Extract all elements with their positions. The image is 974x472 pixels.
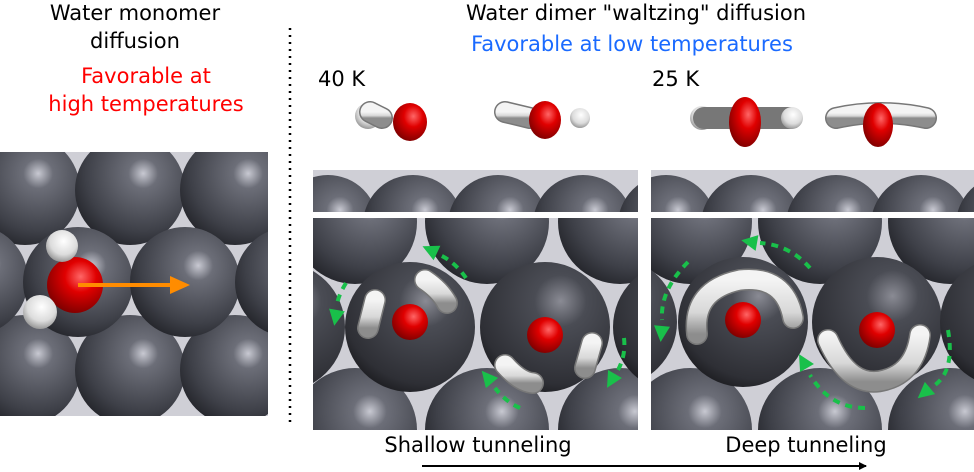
arrowhead-icon xyxy=(329,308,345,326)
surface-atom xyxy=(75,315,185,416)
surface-atom xyxy=(364,175,462,212)
surface-atom xyxy=(0,315,80,416)
surface-atom xyxy=(534,175,632,212)
hydrogen-trajectory xyxy=(575,333,602,378)
surface-atom xyxy=(0,152,80,245)
hydrogen-atom xyxy=(23,295,57,329)
oxygen-atom xyxy=(859,312,895,348)
hydrogen-trajectory xyxy=(687,269,803,344)
side-surface-40k xyxy=(313,170,638,212)
rotation-arrow xyxy=(659,260,690,321)
surface-atom xyxy=(75,152,185,245)
hydrogen-trajectory xyxy=(360,102,392,128)
surface-atom xyxy=(558,218,638,284)
oxygen-atom xyxy=(529,101,561,139)
oxygen-atom xyxy=(863,103,893,147)
surface-atom xyxy=(940,264,974,380)
arrowhead-icon xyxy=(654,325,670,342)
arrowhead-icon xyxy=(170,276,190,294)
monomer-title-line2: diffusion xyxy=(90,29,180,53)
arrowhead-icon xyxy=(799,354,814,372)
shallow-tunneling-label: Shallow tunneling xyxy=(384,433,571,457)
arrowhead-icon xyxy=(917,381,936,399)
oxygen-atom xyxy=(393,103,427,141)
oxygen-atom xyxy=(527,317,563,353)
hydrogen-trajectory xyxy=(415,270,457,313)
surface-atom xyxy=(957,186,974,212)
surface-atom xyxy=(313,175,377,212)
rotation-arrow xyxy=(439,253,468,280)
arrowhead-icon xyxy=(741,235,759,251)
surface-atom xyxy=(702,175,800,212)
surface-atom xyxy=(558,368,638,430)
surface-atom xyxy=(651,270,677,374)
hydrogen-trajectory xyxy=(358,290,385,338)
surface-atom xyxy=(0,232,28,328)
oxygen-atom xyxy=(725,302,761,338)
rotation-arrow xyxy=(616,337,627,371)
surface-atom xyxy=(130,227,240,337)
surface-atom xyxy=(449,175,547,212)
surface-atom xyxy=(619,185,638,212)
arrowhead-icon xyxy=(422,245,441,261)
hydrogen-trajectory xyxy=(818,325,930,392)
oxygen-atom xyxy=(729,97,761,147)
arrowhead-icon xyxy=(481,370,499,389)
temp-label-40k: 40 K xyxy=(318,67,366,91)
surface-atom xyxy=(235,231,268,333)
dimer-subtitle: Favorable at low temperatures xyxy=(471,32,793,56)
surface-atom xyxy=(787,175,885,212)
oxygen-atom xyxy=(392,304,428,340)
hydrogen-trajectory xyxy=(495,102,540,128)
surface-atom xyxy=(180,152,268,245)
arrowhead-icon xyxy=(607,370,622,388)
temp-label-25k: 25 K xyxy=(652,67,700,91)
monomer-title-line1: Water monomer xyxy=(50,1,221,25)
rotation-arrow xyxy=(759,241,812,270)
oxygen-atom xyxy=(47,257,103,313)
top-surface-40k xyxy=(313,218,638,430)
rotation-arrow xyxy=(933,329,952,387)
monomer-favor-line1: Favorable at xyxy=(81,64,211,88)
side-view-molecules xyxy=(355,97,937,147)
side-surface-25k xyxy=(651,170,974,212)
monomer-favor-line2: high temperatures xyxy=(48,92,243,116)
hydrogen-atom xyxy=(570,108,590,128)
top-surface-25k xyxy=(651,218,974,430)
dimer-title: Water dimer "waltzing" diffusion xyxy=(466,1,806,25)
hydrogen-atom xyxy=(781,107,803,129)
surface-atom xyxy=(872,175,970,212)
surface-atom xyxy=(613,275,638,379)
rotation-arrow xyxy=(808,373,866,410)
rotation-arrow xyxy=(335,281,348,306)
surface-atom xyxy=(180,315,268,416)
rotation-arrow xyxy=(493,386,521,410)
deep-tunneling-label: Deep tunneling xyxy=(725,433,886,457)
hydrogen-atom xyxy=(46,230,78,262)
hydrogen-trajectory xyxy=(495,355,543,393)
surface-atom xyxy=(651,175,715,212)
monomer-surface xyxy=(0,152,268,416)
surface-atom xyxy=(888,368,974,430)
